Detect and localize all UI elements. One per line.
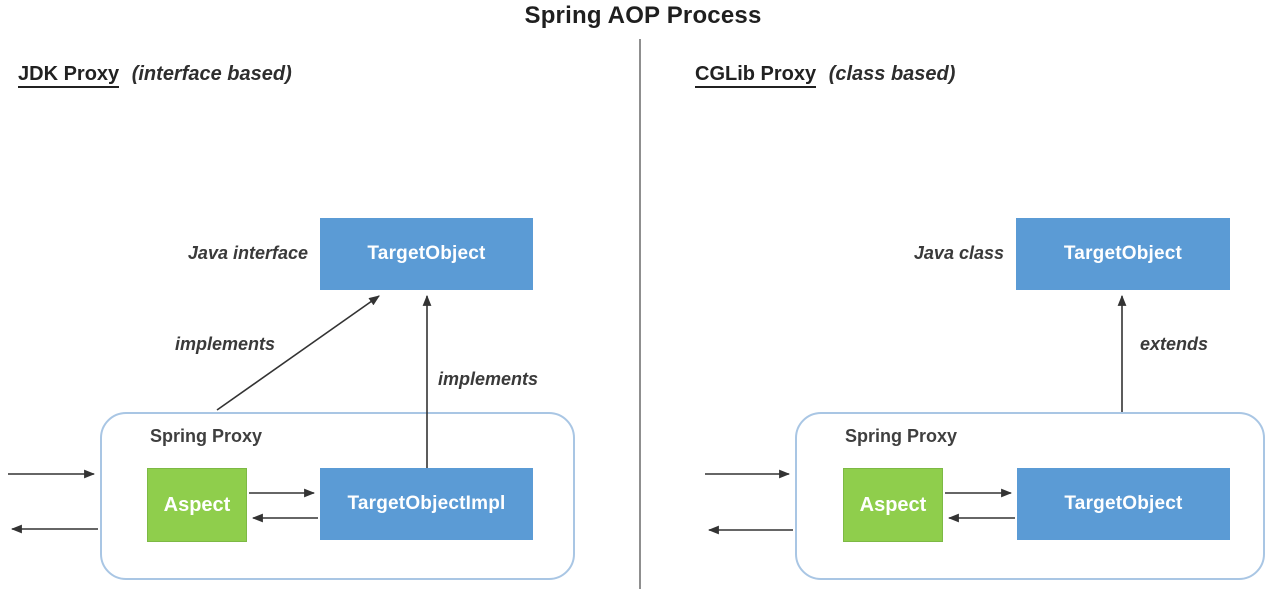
jdk-aspect-box-label: Aspect [163,493,231,516]
cglib-target-inner-box: TargetObject [1017,468,1230,540]
cglib-proxy-heading: CGLib Proxy (class based) [695,63,956,88]
java-interface-label: Java interface [187,243,308,263]
jdk-proxy-heading: JDK Proxy (interface based) [18,63,292,88]
implements-label-vertical: implements [438,369,539,389]
jdk-aspect-box: Aspect [147,468,247,542]
cglib-aspect-box: Aspect [843,468,943,542]
jdk-proxy-heading-qualifier: (interface based) [131,63,292,85]
cglib-target-class-box-label: TargetObject [1063,243,1183,264]
cglib-proxy-heading-text: CGLib Proxy [695,63,817,88]
jdk-spring-proxy-container [100,412,575,580]
cglib-aspect-box-label: Aspect [859,493,927,516]
cglib-spring-proxy-label: Spring Proxy [845,426,958,446]
jdk-spring-proxy-label: Spring Proxy [150,426,263,446]
cglib-spring-proxy-container [795,412,1265,580]
jdk-target-impl-box: TargetObjectImpl [320,468,533,540]
implements-label-diagonal: implements [175,334,276,354]
cglib-proxy-heading-qualifier: (class based) [828,63,956,85]
diagram-title: Spring AOP Process [524,2,762,29]
jdk-target-impl-box-label: TargetObjectImpl [347,493,506,514]
cglib-target-class-box: TargetObject [1016,218,1230,290]
extends-label: extends [1140,334,1209,354]
cglib-target-inner-box-label: TargetObject [1064,493,1183,514]
jdk-target-interface-box-label: TargetObject [367,243,486,264]
jdk-target-interface-box: TargetObject [320,218,533,290]
java-class-label: Java class [913,243,1004,263]
jdk-proxy-heading-text: JDK Proxy [18,63,120,88]
